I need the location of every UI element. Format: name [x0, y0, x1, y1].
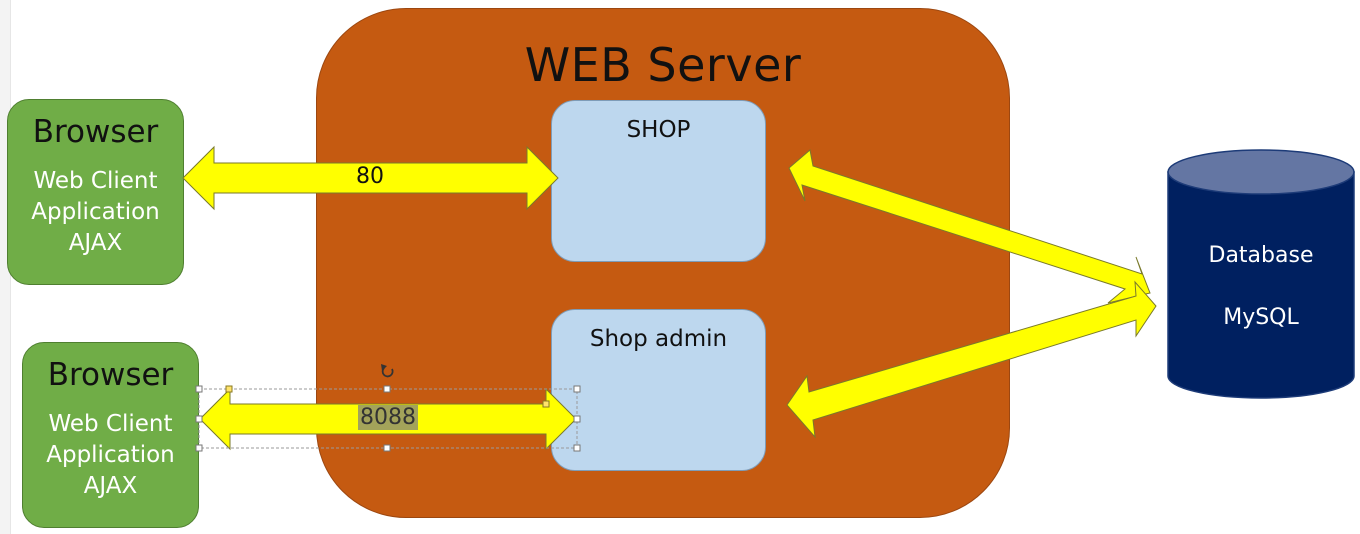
mysql-label: MySQL	[1223, 305, 1299, 330]
selection-handle[interactable]	[383, 385, 391, 393]
selection-handle[interactable]	[383, 444, 391, 452]
browser-bottom-line-1: Web Client	[48, 411, 173, 437]
selection-frame[interactable]	[195, 364, 581, 452]
port-8088-label: 8088	[358, 405, 418, 430]
selection-handle[interactable]	[195, 415, 203, 423]
browser-top-line-1: Web Client	[33, 168, 158, 194]
database-cylinder[interactable]	[1167, 149, 1355, 399]
browser-top-line-2: Application	[31, 199, 160, 225]
port-8088-text[interactable]: 8088	[358, 405, 418, 430]
browser-top-box[interactable]: Browser Web Client Application AJAX	[7, 99, 184, 285]
admin-database-arrow[interactable]	[786, 280, 1157, 439]
browser-top-line-3: AJAX	[68, 230, 123, 256]
browser-bottom-line-3: AJAX	[83, 473, 138, 499]
selection-handle[interactable]	[195, 385, 203, 393]
shop-database-arrow[interactable]	[788, 149, 1151, 304]
browser-bottom-line-2: Application	[46, 442, 175, 468]
adjust-handle[interactable]	[225, 385, 233, 393]
selection-handle[interactable]	[195, 444, 203, 452]
database-label: Database	[1208, 243, 1314, 268]
shop-admin-box[interactable]: Shop admin	[551, 309, 766, 471]
port-80-label: 80	[356, 164, 384, 189]
shop-label: SHOP	[626, 117, 691, 143]
browser-bottom-box[interactable]: Browser Web Client Application AJAX	[22, 342, 199, 528]
adjust-handle[interactable]	[542, 400, 550, 408]
selection-handle[interactable]	[573, 415, 581, 423]
web-server-title: WEB Server	[524, 38, 802, 92]
port-80-arrow[interactable]	[182, 145, 559, 211]
browser-bottom-title: Browser	[47, 357, 174, 393]
shop-box[interactable]: SHOP	[551, 100, 766, 262]
browser-top-title: Browser	[32, 114, 159, 150]
rotate-handle-icon[interactable]	[381, 364, 394, 378]
selection-handle[interactable]	[573, 444, 581, 452]
shop-admin-label: Shop admin	[589, 326, 728, 352]
selection-handle[interactable]	[573, 385, 581, 393]
